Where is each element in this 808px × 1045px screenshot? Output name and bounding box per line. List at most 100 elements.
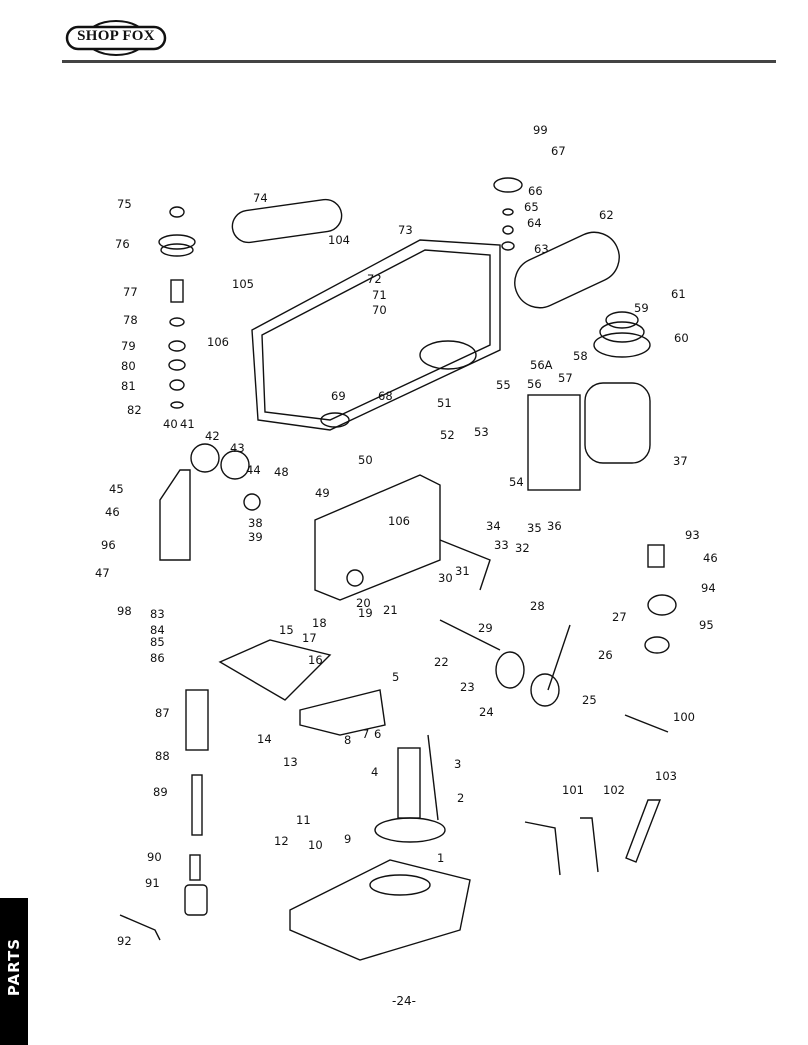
callout-94: 94 (701, 581, 716, 595)
callout-102: 102 (603, 783, 625, 797)
callout-29: 29 (478, 621, 493, 635)
callout-72: 72 (367, 272, 382, 286)
belt-cover (251, 239, 501, 431)
spindle-pulley (158, 206, 196, 409)
callout-92: 92 (117, 934, 132, 948)
callout-87: 87 (155, 706, 170, 720)
callout-74: 74 (253, 191, 268, 205)
callout-104: 104 (328, 233, 350, 247)
callout-8: 8 (344, 733, 352, 747)
callout-90: 90 (147, 850, 162, 864)
callout-15: 15 (279, 623, 294, 637)
callout-23: 23 (460, 680, 475, 694)
callout-43: 43 (230, 441, 245, 455)
callout-77: 77 (123, 285, 138, 299)
callout-82: 82 (127, 403, 142, 417)
callout-101: 101 (562, 783, 584, 797)
callout-83: 83 (150, 607, 165, 621)
parts-section-tab: PARTS (0, 898, 28, 1045)
callout-44: 44 (246, 463, 261, 477)
callout-106: 106 (388, 514, 410, 528)
callout-36: 36 (547, 519, 562, 533)
header-rule (62, 60, 776, 63)
base (289, 859, 471, 961)
callout-5: 5 (392, 670, 400, 684)
callout-55: 55 (496, 378, 511, 392)
callout-63: 63 (534, 242, 549, 256)
callout-86: 86 (150, 651, 165, 665)
callout-3: 3 (454, 757, 462, 771)
callout-59: 59 (634, 301, 649, 315)
table (218, 639, 332, 701)
callout-51: 51 (437, 396, 452, 410)
page-number: -24- (392, 994, 416, 1008)
belt-62 (514, 231, 620, 309)
callout-38: 38 (248, 516, 263, 530)
callout-35: 35 (527, 521, 542, 535)
callout-98: 98 (117, 604, 132, 618)
column (397, 747, 421, 819)
belt-74 (231, 198, 343, 244)
callout-60: 60 (674, 331, 689, 345)
callout-84: 84 (150, 623, 165, 637)
callout-70: 70 (372, 303, 387, 317)
callout-37: 37 (673, 454, 688, 468)
callout-41: 41 (180, 417, 195, 431)
callout-48: 48 (274, 465, 289, 479)
callout-14: 14 (257, 732, 272, 746)
callout-65: 65 (524, 200, 539, 214)
callout-69: 69 (331, 389, 346, 403)
callout-18: 18 (312, 616, 327, 630)
callout-45: 45 (109, 482, 124, 496)
callout-54: 54 (509, 475, 524, 489)
callout-76: 76 (115, 237, 130, 251)
callout-27: 27 (612, 610, 627, 624)
callout-13: 13 (283, 755, 298, 769)
callout-46: 46 (703, 551, 718, 565)
callout-24: 24 (479, 705, 494, 719)
callout-62: 62 (599, 208, 614, 222)
callout-56A: 56A (530, 358, 553, 372)
callout-26: 26 (598, 648, 613, 662)
callout-75: 75 (117, 197, 132, 211)
callout-71: 71 (372, 288, 387, 302)
callout-68: 68 (378, 389, 393, 403)
shop-fox-logo: SHOP FOX (64, 19, 168, 57)
callout-40: 40 (163, 417, 178, 431)
callout-56: 56 (527, 377, 542, 391)
callout-67: 67 (551, 144, 566, 158)
motor (584, 382, 651, 464)
callout-50: 50 (358, 453, 373, 467)
callout-80: 80 (121, 359, 136, 373)
callout-105: 105 (232, 277, 254, 291)
callout-78: 78 (123, 313, 138, 327)
callout-16: 16 (308, 653, 323, 667)
callout-89: 89 (153, 785, 168, 799)
callout-34: 34 (486, 519, 501, 533)
callout-1: 1 (437, 851, 445, 865)
callout-2: 2 (457, 791, 465, 805)
callout-22: 22 (434, 655, 449, 669)
callout-96: 96 (101, 538, 116, 552)
callout-103: 103 (655, 769, 677, 783)
callout-11: 11 (296, 813, 311, 827)
callout-46: 46 (105, 505, 120, 519)
callout-19: 19 (358, 606, 373, 620)
callout-91: 91 (145, 876, 160, 890)
callout-79: 79 (121, 339, 136, 353)
callout-57: 57 (558, 371, 573, 385)
callout-52: 52 (440, 428, 455, 442)
callout-28: 28 (530, 599, 545, 613)
callout-53: 53 (474, 425, 489, 439)
callout-66: 66 (528, 184, 543, 198)
head-casting (314, 474, 441, 601)
callout-4: 4 (371, 765, 379, 779)
callout-21: 21 (383, 603, 398, 617)
callout-100: 100 (673, 710, 695, 724)
callout-31: 31 (455, 564, 470, 578)
callout-10: 10 (308, 838, 323, 852)
callout-33: 33 (494, 538, 509, 552)
motor-pulley (493, 177, 651, 358)
callout-81: 81 (121, 379, 136, 393)
